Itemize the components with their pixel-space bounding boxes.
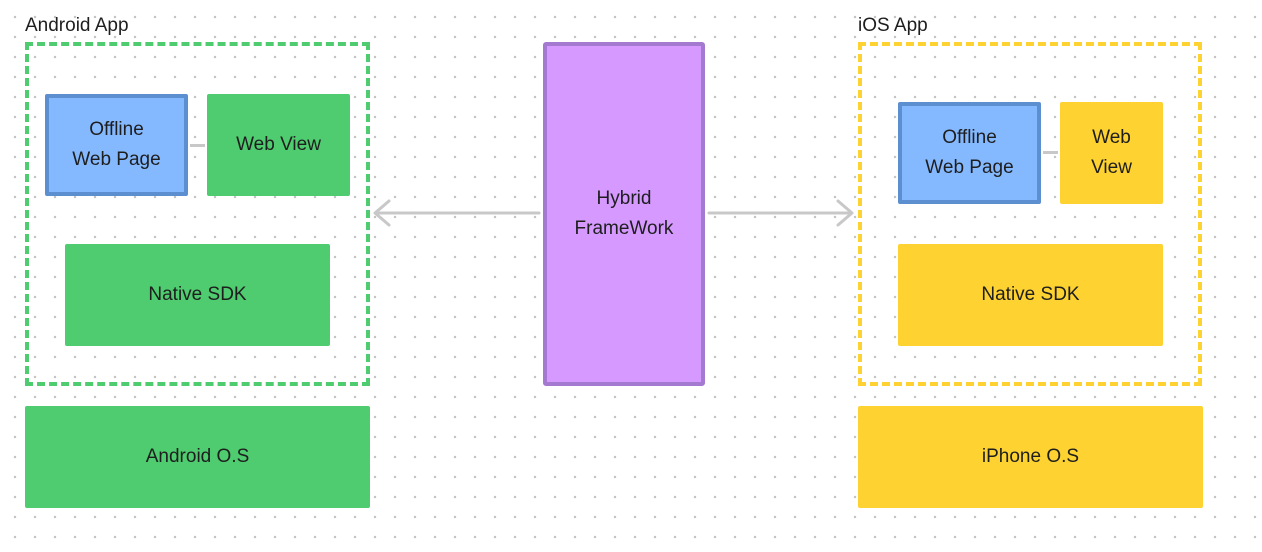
arrow-to-android: [373, 199, 541, 227]
ios-os: iPhone O.S: [858, 406, 1203, 508]
android-app-label: Android App: [25, 15, 129, 36]
ios-page-webview-connector: [1043, 151, 1058, 154]
android-native-sdk-label: Native SDK: [148, 284, 247, 305]
ios-offline-web-page-label: Offline Web Page: [925, 127, 1014, 178]
ios-native-sdk-label: Native SDK: [981, 284, 1080, 305]
ios-offline-web-page: Offline Web Page: [898, 102, 1041, 204]
ios-app-frame: [858, 42, 1202, 386]
ios-app-label: iOS App: [858, 15, 928, 36]
android-web-view: Web View: [207, 94, 350, 196]
android-offline-web-page-label: Offline Web Page: [72, 119, 161, 170]
ios-native-sdk: Native SDK: [898, 244, 1163, 346]
ios-os-label: iPhone O.S: [981, 446, 1080, 467]
ios-web-view: Web View: [1060, 102, 1163, 204]
android-os: Android O.S: [25, 406, 370, 508]
android-native-sdk: Native SDK: [65, 244, 330, 346]
android-os-label: Android O.S: [145, 446, 250, 467]
android-app-frame: [25, 42, 370, 386]
hybrid-framework-label: Hybrid FrameWork: [574, 188, 674, 239]
hybrid-framework: Hybrid FrameWork: [543, 42, 705, 386]
android-web-view-label: Web View: [236, 134, 321, 155]
android-page-webview-connector: [190, 144, 205, 147]
android-offline-web-page: Offline Web Page: [45, 94, 188, 196]
arrow-to-ios: [707, 199, 854, 227]
ios-web-view-label: Web View: [1091, 127, 1132, 178]
